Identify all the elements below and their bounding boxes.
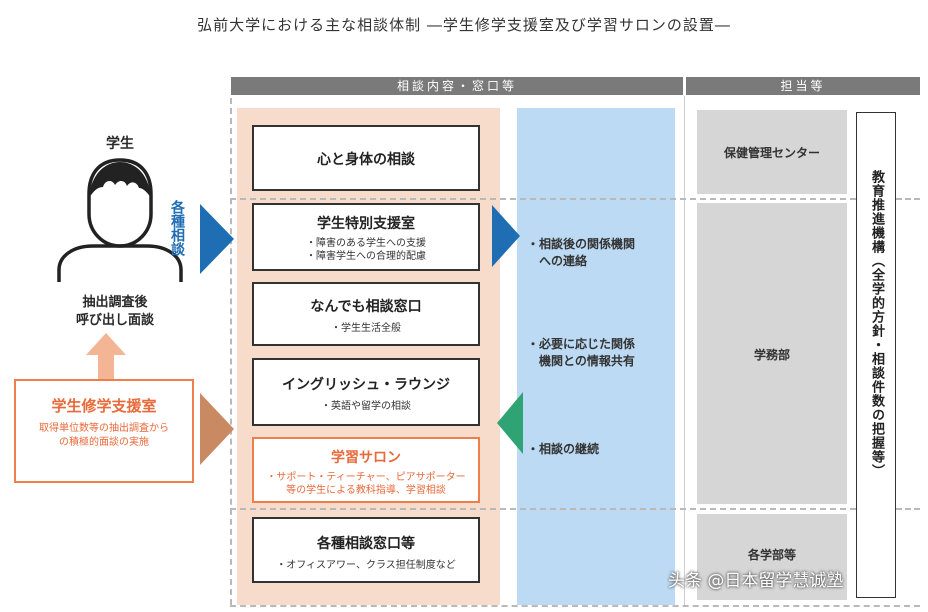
- box-title: 各種相談窓口等: [317, 536, 415, 552]
- blue-item-line: ・相談後の関係機関: [527, 237, 636, 251]
- arrow-right-icon: [200, 393, 234, 465]
- support-office-title: 学生修学支援室: [51, 397, 157, 415]
- arrow-right-icon: [200, 204, 234, 274]
- row-separator: [896, 508, 920, 510]
- student-affairs-block: [697, 203, 847, 504]
- frame-left: [230, 98, 232, 605]
- box-title: 心と身体の相談: [317, 152, 415, 168]
- blue-item: ・相談後の関係機関 への連絡: [527, 236, 677, 270]
- blue-item-line: への連絡: [539, 254, 588, 268]
- row-separator: [230, 508, 856, 510]
- box-title: イングリッシュ・ラウンジ: [282, 377, 450, 393]
- arrow-left-icon: [497, 392, 523, 454]
- consult-box: 心と身体の相談: [252, 125, 480, 191]
- header-content: 相談内容・窓口等: [231, 77, 683, 95]
- column-divider: [684, 96, 685, 606]
- arrow-right-icon: [492, 205, 520, 267]
- student-caption-line: 抽出調査後: [82, 295, 148, 310]
- health-center-block: [697, 110, 847, 194]
- box-line: 等の学生による教科指導、学習相談: [286, 485, 446, 496]
- support-office-desc: 取得単位数等の抽出調査から の積極的面談の実施: [16, 422, 192, 450]
- faculties-label: 各学部等: [747, 548, 796, 562]
- blue-item: ・相談の継続: [527, 441, 677, 458]
- box-title: 学生特別支援室: [317, 216, 415, 232]
- blue-item-line: ・必要に応じた関係: [527, 337, 636, 351]
- box-line: ・学生生活全般: [331, 323, 401, 334]
- row-separator: [896, 198, 920, 200]
- blue-item-line: ・相談の継続: [527, 442, 600, 456]
- student-caption-line: 呼び出し面談: [75, 313, 154, 328]
- consult-box: 学生特別支援室 ・障害のある学生への支援 ・障害学生への合理的配慮: [252, 203, 480, 271]
- student-caption: 抽出調査後 呼び出し面談: [40, 294, 190, 330]
- arrow-up-icon: [86, 333, 126, 381]
- frame-bottom: [230, 605, 920, 607]
- blue-column: [517, 108, 675, 605]
- student-affairs-label: 学務部: [753, 348, 790, 362]
- consult-box-highlight: 学習サロン ・サポート・ティーチャー、ピアサポーター 等の学生による教科指導、学…: [252, 437, 480, 503]
- row-separator: [230, 198, 856, 200]
- box-line: ・英語や留学の相談: [321, 401, 411, 412]
- watermark: 头条 @日本留学慧诚塾: [668, 571, 844, 591]
- box-line: ・オフィスアワー、クラス担任制度など: [276, 560, 456, 571]
- box-line: ・障害学生への合理的配慮: [306, 251, 426, 262]
- box-line: ・障害のある学生への支援: [306, 238, 426, 249]
- support-office-box: 学生修学支援室 取得単位数等の抽出調査から の積極的面談の実施: [14, 379, 194, 483]
- health-center-label: 保健管理センター: [723, 146, 820, 160]
- consult-box: イングリッシュ・ラウンジ ・英語や留学の相談: [252, 358, 480, 426]
- blue-item: ・必要に応じた関係 機関との情報共有: [527, 336, 677, 370]
- box-title: 学習サロン: [331, 450, 401, 466]
- header-staff: 担当等: [686, 77, 920, 95]
- box-line: ・サポート・ティーチャー、ピアサポーター: [266, 472, 466, 483]
- blue-item-line: 機関との情報共有: [539, 354, 635, 368]
- faculties-block: [697, 514, 847, 600]
- page-title: 弘前大学における主な相談体制 ―学生修学支援室及び学習サロンの設置―: [197, 16, 731, 34]
- student-label: 学生: [106, 136, 134, 152]
- support-office-desc-line: 取得単位数等の抽出調査から: [39, 423, 169, 434]
- support-office-desc-line: の積極的面談の実施: [59, 437, 149, 448]
- consult-box: 各種相談窓口等 ・オフィスアワー、クラス担任制度など: [252, 517, 480, 583]
- org-box: [856, 112, 896, 598]
- student-icon: [57, 158, 183, 282]
- consult-box: なんでも相談窓口 ・学生生活全般: [252, 282, 480, 346]
- inquiry-label: 各種相談: [169, 200, 185, 256]
- box-title: なんでも相談窓口: [310, 299, 422, 315]
- org-label: 教育推進機構（全学的方針・相談件数の把握等）: [869, 170, 884, 478]
